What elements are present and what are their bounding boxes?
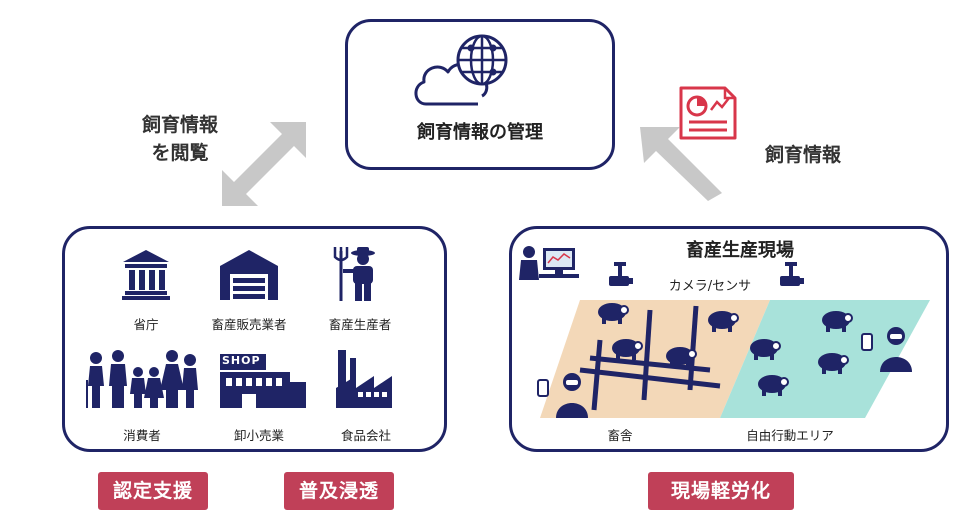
farm-title: 畜産生産現場: [686, 240, 794, 261]
view-info-line2: を閲覧: [151, 142, 209, 164]
worker-with-tablet-icon: [537, 373, 588, 418]
pig-icon: [708, 311, 739, 332]
factory-icon: [336, 350, 392, 408]
stakeholder-label-food-company: 食品会社: [340, 428, 391, 443]
barn-label: 畜舎: [607, 428, 633, 443]
cloud-globe-icon: [414, 34, 508, 106]
management-title: 飼育情報の管理: [417, 122, 543, 143]
free-area-label: 自由行動エリア: [746, 428, 834, 443]
warehouse-icon: [220, 250, 278, 300]
government-building-icon: [122, 250, 170, 300]
stakeholder-label-producer: 畜産生産者: [328, 317, 392, 332]
stakeholder-label-ministry: 省庁: [133, 317, 159, 332]
pig-icon: [612, 339, 643, 360]
stakeholder-label-consumer: 消費者: [123, 428, 161, 443]
report-document-icon: [679, 86, 737, 140]
monitor-operator-icon: [519, 246, 579, 280]
shop-icon: [220, 354, 306, 408]
pig-icon: [758, 375, 789, 396]
double-arrow-shape: [222, 122, 306, 206]
pig-icon: [750, 339, 781, 360]
stakeholder-label-retail: 卸小売業: [233, 428, 284, 443]
breeding-info-label: 飼育情報: [765, 144, 842, 166]
badge-dissemination: 普及浸透: [284, 472, 394, 510]
upload-arrow-icon: [640, 127, 722, 201]
view-info-label: 飼育情報 を閲覧: [120, 111, 240, 167]
camera-sensor-icon-left: [609, 262, 633, 286]
pig-icon: [598, 303, 629, 324]
sensor-label: カメラ/センサ: [668, 279, 752, 294]
badge-labor-reduction: 現場軽労化: [648, 472, 794, 510]
pig-icon: [822, 311, 853, 332]
badge-certification-support: 認定支援: [98, 472, 208, 510]
worker-with-tablet-icon: [861, 327, 912, 372]
upload-arrow-shape: [640, 127, 722, 201]
pig-icon: [666, 347, 697, 368]
double-arrow-icon: [222, 122, 306, 206]
view-info-line1: 飼育情報: [141, 114, 218, 136]
stakeholder-label-distributor: 畜産販売業者: [211, 317, 287, 332]
shop-sign-text: SHOP: [222, 354, 261, 367]
camera-sensor-icon-right: [780, 262, 804, 286]
family-icon: [86, 350, 198, 408]
farmer-icon: [333, 247, 375, 301]
pig-icon: [818, 353, 849, 374]
